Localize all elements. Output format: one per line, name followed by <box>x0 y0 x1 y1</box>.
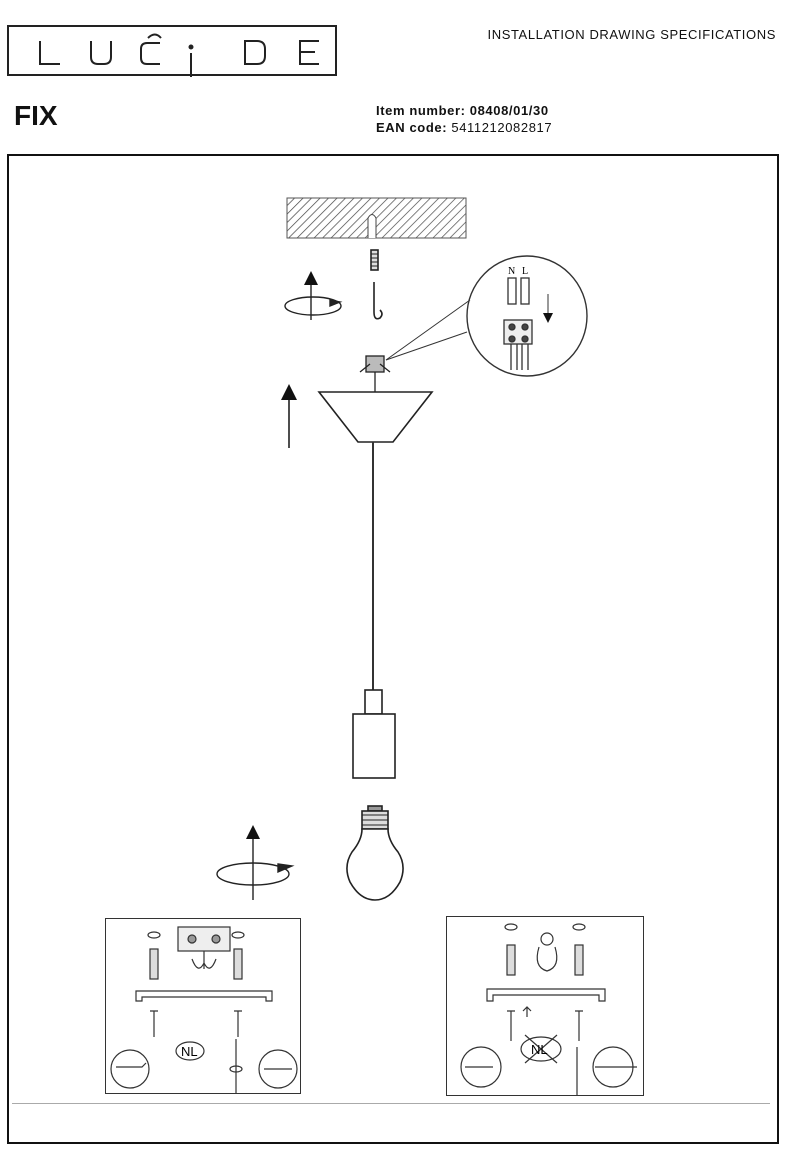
brand-logo <box>7 25 337 77</box>
ean-row: EAN code: 5411212082817 <box>376 119 552 136</box>
brand-logo-mark <box>39 33 319 77</box>
terminal-label-n: N <box>508 266 515 277</box>
item-number-label: Item number: <box>376 103 466 118</box>
inset-right-label: NL <box>531 1042 548 1057</box>
canopy-connector <box>359 355 391 392</box>
document-title: INSTALLATION DRAWING SPECIFICATIONS <box>487 27 776 42</box>
wiring-detail: N L <box>385 255 588 377</box>
item-number-value: 08408/01/30 <box>469 103 549 118</box>
frame-divider <box>12 1103 770 1104</box>
product-name: FIX <box>14 100 58 131</box>
product-meta: Item number: 08408/01/30 EAN code: 54112… <box>376 102 552 136</box>
lamp-holder <box>352 689 396 779</box>
screw-bulb-arrow-icon <box>216 825 295 900</box>
inset-left-label: NL <box>181 1044 198 1059</box>
ean-label: EAN code: <box>376 120 448 135</box>
mounting-inset-left: NL <box>105 918 301 1094</box>
light-bulb <box>346 805 404 901</box>
ceiling-hook <box>370 249 383 320</box>
canopy <box>317 391 434 443</box>
ceiling <box>286 197 467 239</box>
item-number-row: Item number: 08408/01/30 <box>376 102 552 119</box>
mounting-inset-right: NL <box>446 916 644 1096</box>
rotate-arrow-icon <box>284 271 343 320</box>
drawing-frame <box>7 154 779 1144</box>
ean-value: 5411212082817 <box>451 120 553 135</box>
terminal-label-l: L <box>522 266 528 277</box>
